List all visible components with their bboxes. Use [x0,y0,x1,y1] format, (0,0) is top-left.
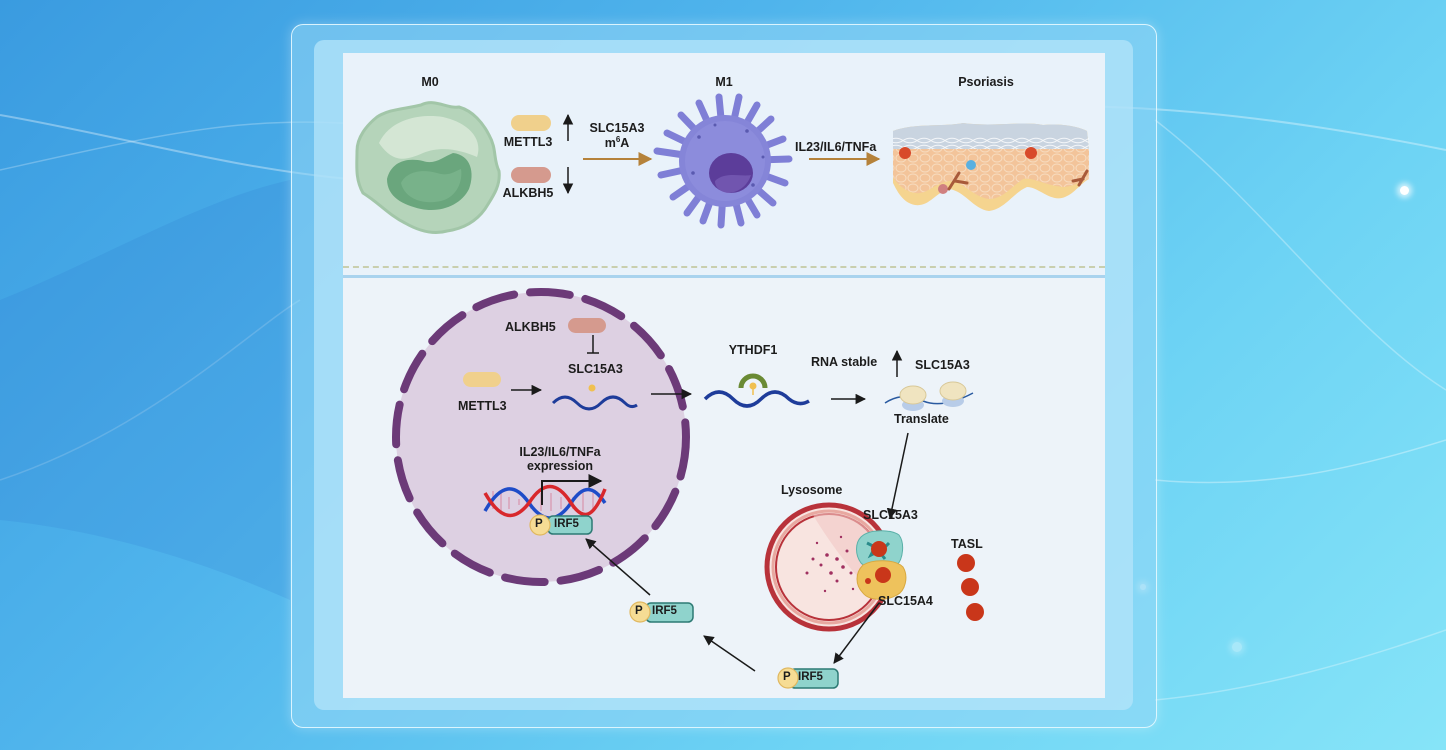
tasl-label: TASL [951,537,983,551]
tasl-dot-icon [957,554,975,572]
bottom-p-irf5-icon [777,667,839,689]
m0-cell-icon [355,101,501,235]
nucleus-alkbh5-label: ALKBH5 [505,320,556,334]
slc15a4-label: SLC15A4 [878,594,933,608]
nucleus-p-irf5-icon [529,514,593,536]
slc15a4-transporter-icon [856,560,907,600]
ribosome-icon [884,381,974,411]
nucleus-irf5-label: IRF5 [554,518,579,530]
mid-p-irf5-icon [629,601,694,623]
slc15a3-m6a-label: SLC15A3 m6A [590,121,645,151]
nucleus-alkbh5-pill-icon [568,318,606,333]
ythdf1-rna-icon [703,390,810,408]
sparkle-dot [1232,642,1242,652]
nucleus-icon [392,288,690,586]
alkbh5-label: ALKBH5 [502,186,554,200]
psoriasis-label: Psoriasis [958,75,1014,89]
lysosome-slc15a3-label: SLC15A3 [863,508,918,522]
ythdf1-protein-icon [738,373,768,389]
translate-to-lysosome-arrow-icon [886,432,909,520]
slc15a3-label: SLC15A3 [589,121,645,135]
irf5-to-nucleus-arrow-icon [585,538,651,596]
diagram-graphics [355,93,1089,689]
nucleus-slc15a3-label: SLC15A3 [568,362,623,376]
mettl3-pill-icon [511,115,551,131]
m0-label: M0 [421,75,439,89]
translate-label: Translate [894,412,949,426]
mechanism-figure: M0 M1 Psoriasis METTL3 ALKBH5 SLC15A3 m6… [343,53,1105,698]
m1-cell-icon [653,93,793,229]
m6a-label: m6A [604,135,630,151]
lysosome-to-irf5-arrow-icon [833,602,880,664]
tasl-dot-icon [961,578,979,596]
nucleus-mettl3-pill-icon [463,372,501,387]
nucleus-rna-icon [551,395,638,411]
mid-p-label: P [635,605,643,617]
rna-stable-label: RNA stable [811,355,878,369]
m1-label: M1 [715,75,733,89]
translate-slc15a3-label: SLC15A3 [915,358,970,372]
lysosome-label: Lysosome [781,483,843,497]
ythdf1-label: YTHDF1 [728,343,778,357]
tasl-dot-icon [966,603,984,621]
mettl3-label: METTL3 [503,135,553,149]
bottom-p-label: P [783,671,791,683]
bottom-irf5-label: IRF5 [798,671,823,683]
alkbh5-pill-icon [511,167,551,183]
sparkle-dot [1400,186,1409,195]
cytokines-label: IL23/IL6/TNFa [795,140,877,154]
transcription-start-arrow-icon [541,474,603,505]
expression-label: IL23/IL6/TNFa expression [519,445,601,474]
dashed-separator [343,266,1105,268]
psoriasis-skin-icon [893,123,1089,211]
nucleus-p-label: P [535,518,543,530]
nucleus-mettl3-label: METTL3 [458,399,507,413]
mid-irf5-label: IRF5 [652,605,677,617]
panel-divider [343,275,1105,278]
slc15a3-transporter-icon [856,530,904,570]
irf5-to-mid-arrow-icon [703,635,756,672]
